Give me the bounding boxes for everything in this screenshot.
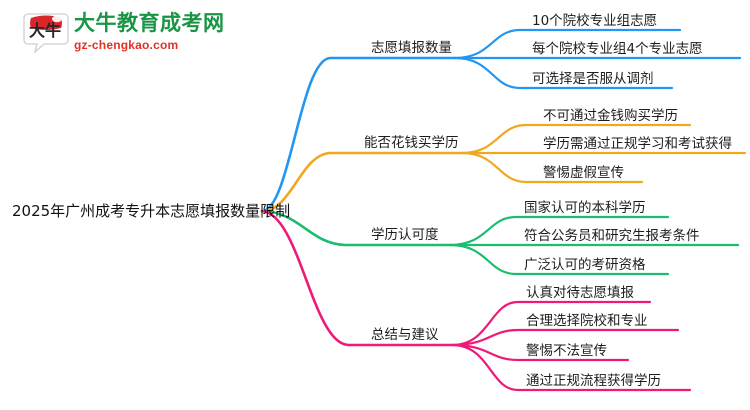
speech-bubble-logo-icon: 大牛 [22,10,70,56]
branch-3-leaf-1-line [448,215,670,247]
leaf-label-3-1: 国家认可的本科学历 [524,200,646,216]
leaf-label-3-3: 广泛认可的考研资格 [524,257,646,273]
logo-text-block: 大牛教育成考网 gz-chengkao.com [74,11,225,53]
root-node-label: 2025年广州成考专升本志愿填报数量限制 [12,202,291,220]
svg-text:大牛: 大牛 [29,21,61,40]
leaf-label-1-2: 每个院校专业组4个专业志愿 [532,41,703,57]
leaf-label-4-2: 合理选择院校和专业 [526,313,648,329]
leaf-label-4-1: 认真对待志愿填报 [526,285,634,301]
branch-4-leaf-4-line [450,343,692,392]
branch-label-1: 志愿填报数量 [371,40,452,56]
logo-domain: gz-chengkao.com [74,38,179,52]
branch-1-leaf-1-line [453,28,682,60]
leaf-label-1-3: 可选择是否服从调剂 [532,71,654,87]
branch-3-leaf-3-line [448,243,670,276]
branch-label-4: 总结与建议 [371,327,439,343]
branch-label-2: 能否花钱买学历 [364,135,459,151]
leaf-label-1-1: 10个院校专业组志愿 [532,13,658,29]
root-to-branch-1-line [260,56,457,213]
branch-label-3: 学历认可度 [371,227,439,243]
leaf-label-3-2: 符合公务员和研究生报考条件 [524,228,700,244]
leaf-label-2-3: 警惕虚假宣传 [543,165,624,181]
leaf-label-2-1: 不可通过金钱购买学历 [543,108,678,124]
branch-2-leaf-1-line [460,123,692,155]
root-to-branch-4-line [260,209,454,347]
site-logo: 大牛 大牛教育成考网 gz-chengkao.com [22,8,232,60]
root-to-branch-3-line [260,209,452,247]
branch-4-leaf-1-line [450,300,652,347]
leaf-label-4-4: 通过正规流程获得学历 [526,373,661,389]
root-to-branch-2-line [260,151,464,213]
logo-name-cn: 大牛教育成考网 [74,11,225,35]
leaf-label-4-3: 警惕不法宣传 [526,343,607,359]
leaf-label-2-2: 学历需通过正规学习和考试获得 [543,136,732,152]
branch-2-leaf-3-line [460,151,644,184]
branch-1-leaf-3-line [453,56,674,90]
